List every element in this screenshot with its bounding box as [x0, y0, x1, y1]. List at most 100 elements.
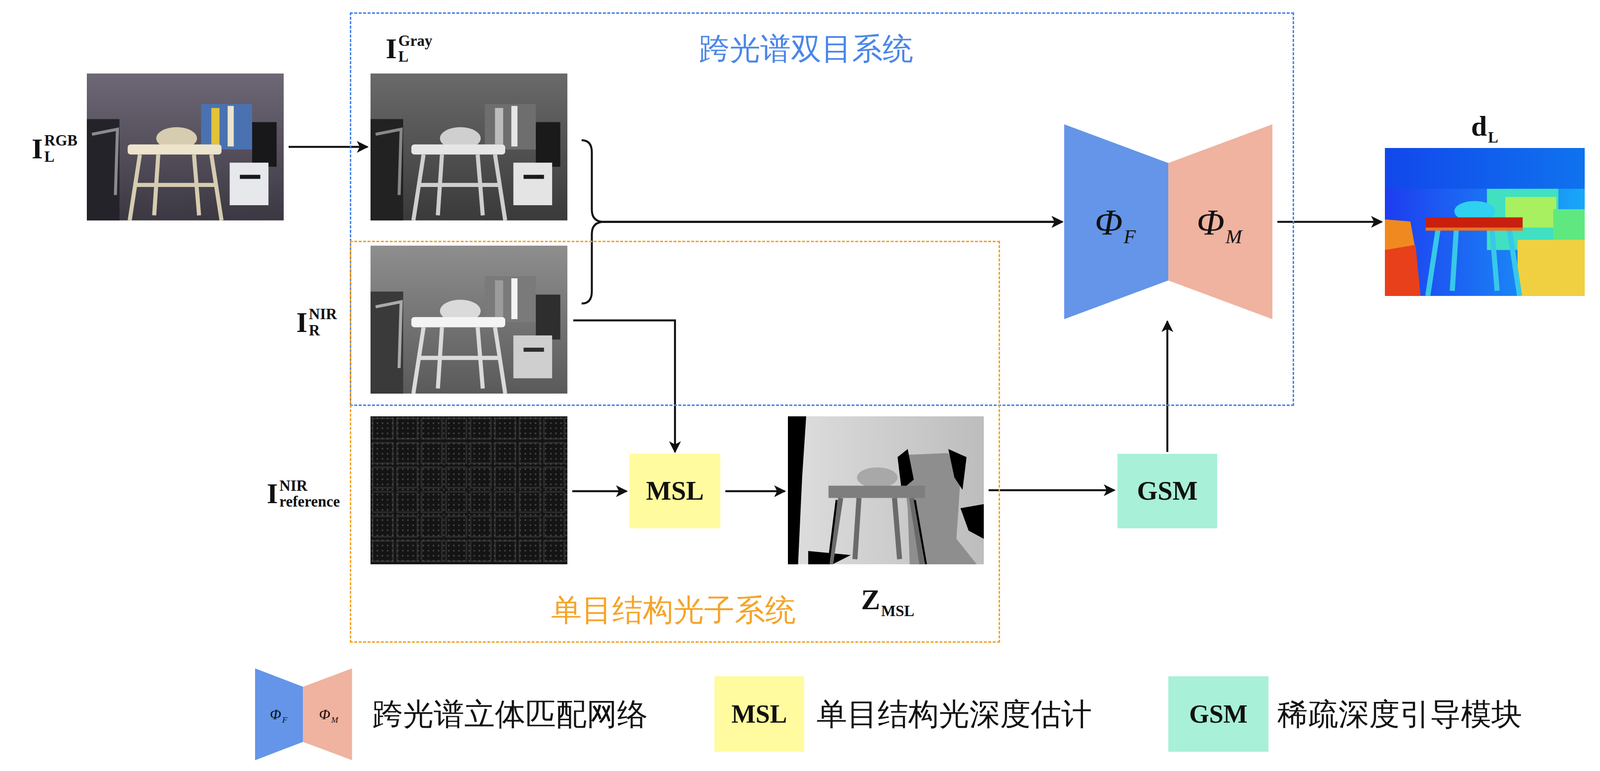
illustration-part	[1427, 229, 1520, 296]
symbol-label: ΦM	[318, 706, 338, 722]
symbol-label: ΦF	[269, 706, 288, 722]
box-label: MSL	[646, 476, 705, 506]
illustration-part	[1517, 239, 1585, 297]
illustration-part	[484, 276, 536, 323]
msl-box: MSL	[629, 453, 721, 529]
legend-text: 跨光谱立体匹配网络	[372, 697, 648, 732]
region-title: 单目结构光子系统	[551, 593, 796, 628]
symbol-label: ΦF	[1094, 204, 1136, 241]
symbol-label: dL	[1471, 111, 1499, 141]
illustration-part	[511, 278, 518, 320]
subscript: reference	[279, 493, 340, 511]
illustration-part	[370, 416, 568, 565]
box-label: GSM	[1137, 476, 1198, 506]
symbol-label: IRGBL	[31, 132, 78, 165]
symbol-indices: NIRreference	[279, 478, 340, 511]
symbol-indices: GrayL	[398, 33, 433, 66]
symbol-base: Φ	[1196, 204, 1225, 241]
illustration-part	[1384, 148, 1585, 297]
image-illustration	[370, 73, 568, 221]
symbol-label: INIRreference	[266, 478, 340, 511]
gsm-box: GSM	[1117, 453, 1218, 529]
symbol-base: d	[1471, 111, 1488, 141]
feature-encoder: ΦF	[1064, 124, 1169, 320]
illustration-part	[413, 327, 506, 394]
illustration-part	[91, 129, 118, 196]
illustration-part	[410, 317, 505, 328]
symbol-label: INIRR	[296, 306, 337, 339]
symbol-indices: RGBL	[44, 132, 78, 165]
symbol-base: Φ	[269, 706, 282, 722]
symbol-base: Z	[860, 585, 881, 615]
structured-light-region: 单目结构光子系统 INIRR INIRreference MSL ZMSL	[349, 240, 1000, 643]
image-illustration	[787, 416, 984, 565]
superscript: NIR	[308, 306, 337, 323]
illustration-part	[370, 291, 404, 394]
image-illustration	[1384, 148, 1585, 297]
illustration-part	[370, 416, 568, 565]
illustration-part	[535, 295, 561, 340]
illustration-part	[1384, 244, 1421, 296]
illustration-part	[787, 416, 807, 565]
illustration-part	[370, 245, 568, 394]
subscript: L	[44, 148, 55, 166]
gray-image: IGrayL	[370, 73, 568, 221]
illustration-part	[370, 73, 568, 221]
illustration-part	[129, 154, 222, 221]
symbol-base: I	[266, 479, 279, 509]
arrow-connector	[581, 140, 1063, 222]
arrow-connector	[988, 489, 1115, 492]
arrow-connector	[288, 146, 368, 149]
illustration-part	[302, 668, 352, 761]
superscript: Gray	[398, 33, 433, 50]
image-illustration	[370, 416, 568, 565]
illustration-part	[252, 121, 277, 167]
symbol-base: Φ	[1094, 204, 1123, 241]
illustration-part	[200, 104, 252, 150]
superscript: NIR	[279, 478, 308, 495]
subscript: M	[331, 715, 338, 725]
illustration-part	[523, 347, 544, 352]
subscript: L	[398, 48, 409, 66]
subscript: M	[1225, 226, 1242, 247]
illustration-part	[227, 106, 234, 147]
illustration-part	[86, 73, 284, 221]
nir-image: INIRR	[370, 245, 568, 394]
illustration-part	[513, 335, 553, 379]
illustration-part	[494, 108, 504, 145]
symbol-label: ΦM	[1196, 204, 1243, 241]
illustration-part	[511, 106, 518, 147]
subscript: L	[1488, 129, 1499, 146]
illustration-part	[513, 162, 553, 206]
symbol-base: I	[385, 34, 398, 64]
reference-image: INIRreference	[370, 416, 568, 565]
legend-icon: ΦFΦM	[255, 668, 352, 761]
legend-swatch-label: GSM	[1189, 700, 1248, 729]
symbol-label: IGrayL	[385, 33, 433, 66]
illustration-part	[86, 118, 120, 221]
symbol-base: Φ	[318, 706, 331, 722]
symbol-base: I	[31, 134, 43, 164]
matching-decoder: ΦM	[1168, 124, 1273, 320]
legend-swatch: GSM	[1168, 676, 1269, 752]
illustration-part	[523, 174, 544, 179]
illustration-part	[86, 73, 284, 221]
illustration-part	[897, 448, 914, 490]
illustration-part	[948, 448, 967, 490]
illustration-part	[828, 499, 927, 564]
msl-depth-image: ZMSL	[787, 416, 984, 565]
illustration-part	[370, 416, 568, 565]
subscript: F	[282, 715, 288, 725]
image-illustration	[86, 73, 284, 221]
legend-swatch-label: MSL	[731, 700, 787, 729]
illustration-part	[1064, 124, 1169, 320]
illustration-part	[1384, 148, 1585, 189]
illustration-part	[239, 174, 261, 179]
image-illustration	[370, 245, 568, 394]
symbol-indices: NIRR	[308, 306, 337, 339]
illustration-part	[828, 485, 925, 498]
illustration-part	[127, 144, 222, 155]
illustration-part	[1384, 148, 1585, 297]
